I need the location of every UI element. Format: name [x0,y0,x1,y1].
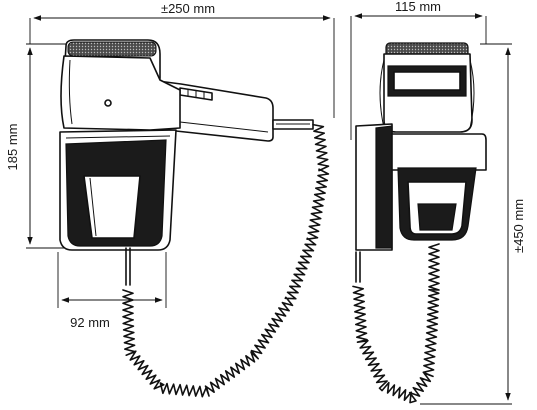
coiled-cord-left [122,123,330,398]
width-label: ±250 mm [161,1,215,16]
holder-width-dimension: 92 mm [57,252,167,330]
dryer-front [379,42,475,133]
front-view: 115 mm [350,0,526,405]
height-label: 185 mm [5,124,20,171]
cord-length-dimension: ±450 mm [420,43,526,405]
wall-holder [59,129,177,286]
depth-dimension: 115 mm [350,0,487,140]
height-dimension: 185 mm [5,43,68,249]
width-dimension: ±250 mm [29,1,335,118]
depth-label: 115 mm [395,0,441,14]
coiled-cord-right [352,243,440,404]
wall-holder-front [355,123,487,283]
side-view: ±250 mm 185 mm [5,1,335,398]
dryer-body [60,39,314,142]
cord-length-label: ±450 mm [511,199,526,253]
holder-width-label: 92 mm [70,315,110,330]
